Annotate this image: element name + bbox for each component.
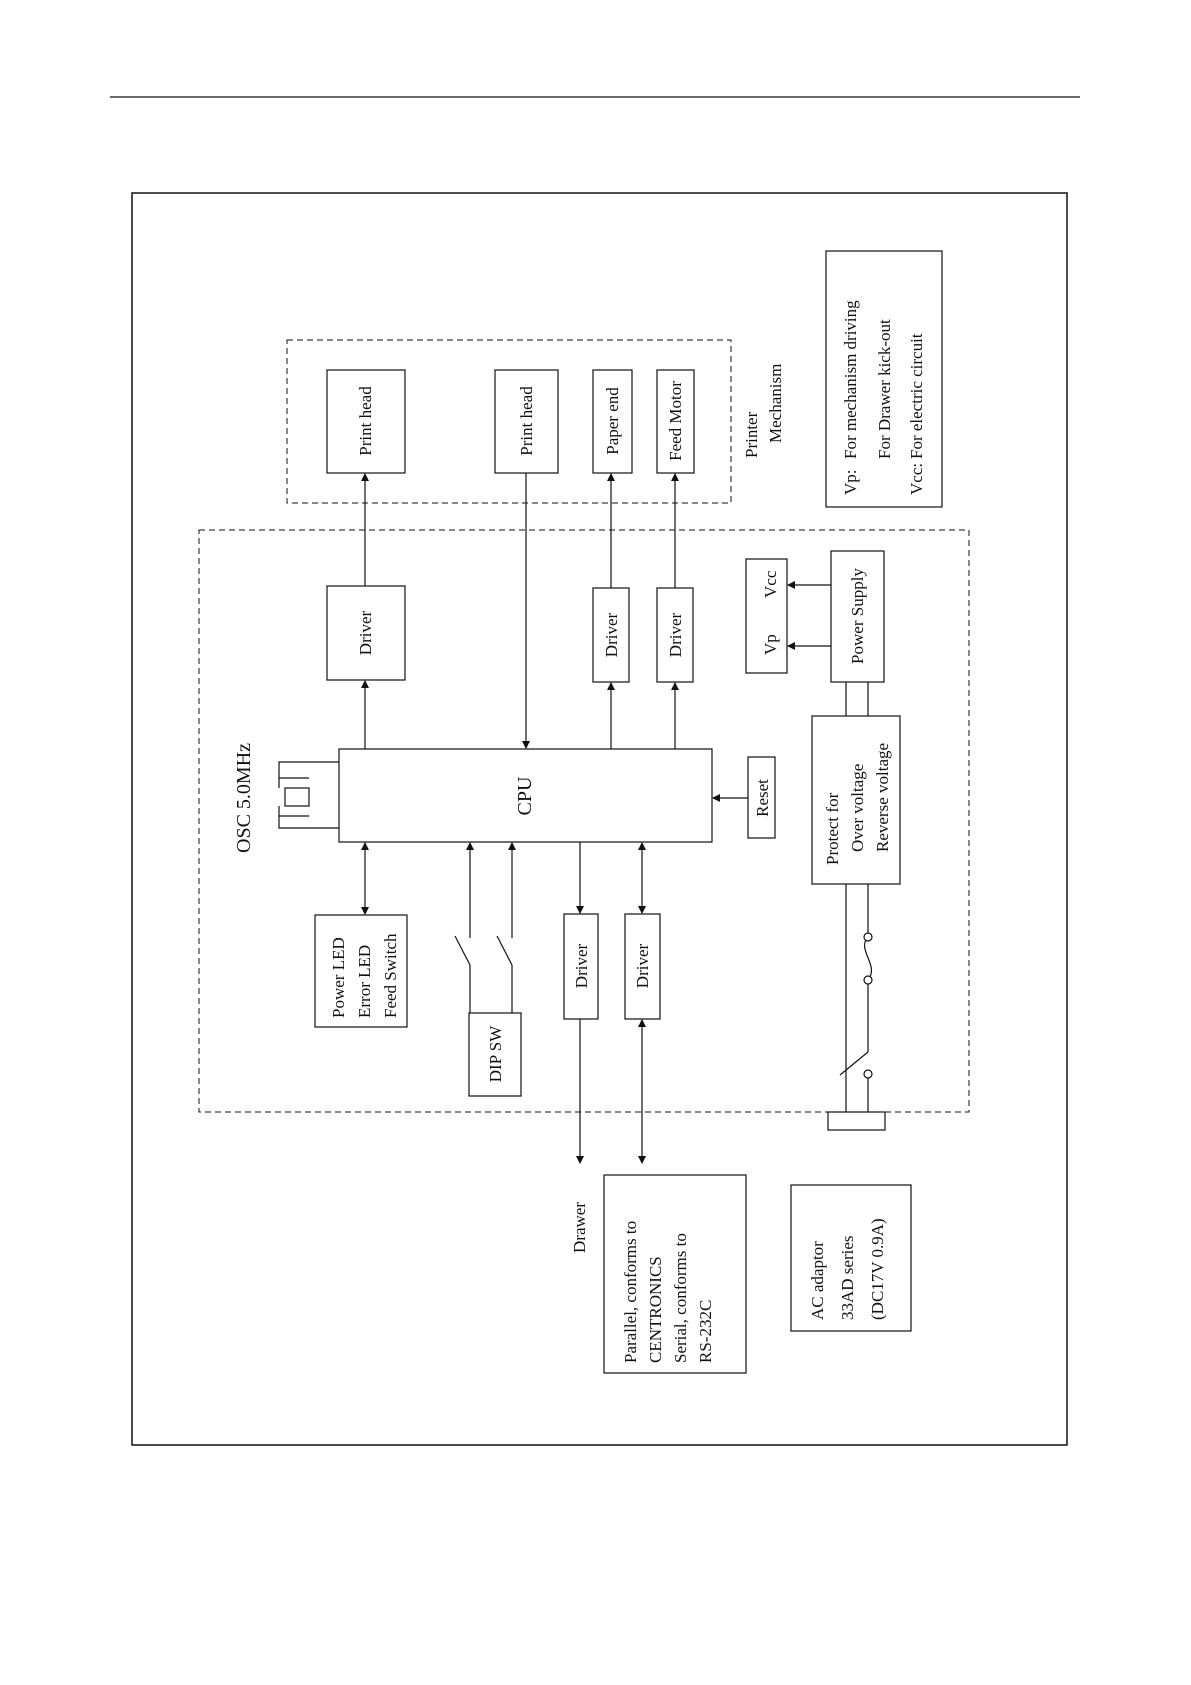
driver-print-head-label: Driver: [356, 610, 375, 655]
osc-lead-top: [278, 761, 339, 788]
vp-vcc-box: [745, 558, 788, 674]
legend-text-3: For electric circuit: [907, 333, 926, 459]
outer-frame: [131, 192, 1068, 1446]
crystal: [284, 787, 310, 807]
protect-line-2: Over voltage: [848, 764, 867, 852]
ac-adaptor-line-1: AC adaptor: [808, 1241, 827, 1320]
printer-label: Printer: [742, 411, 761, 458]
feed-motor-label: Feed Motor: [666, 381, 685, 461]
legend-text-2: For Drawer kick-out: [875, 319, 894, 459]
ac-adaptor-line-3: (DC17V 0.9A): [868, 1218, 887, 1320]
interface-line-2: CENTRONICS: [646, 1256, 665, 1363]
legend-key-3: Vcc:: [907, 463, 926, 495]
fuse: [863, 936, 873, 981]
print-head-2-label: Print head: [517, 386, 536, 456]
fuse-terminal-top: [863, 932, 873, 942]
driver-interface-label: Driver: [633, 943, 652, 988]
print-head-1-label: Print head: [356, 386, 375, 456]
legend-text-1: For mechanism driving: [841, 300, 860, 459]
paper-end-label: Paper end: [603, 387, 622, 455]
protect-line-3: Reverse voltage: [873, 743, 892, 852]
main-board-boundary: [198, 529, 970, 1113]
panel-line-3: Feed Switch: [381, 933, 400, 1018]
interface-line-4: RS-232C: [696, 1300, 715, 1363]
switch-terminal: [863, 1069, 873, 1079]
legend-key-1: Vp:: [841, 470, 860, 496]
vp-label: Vp: [761, 634, 780, 655]
dip-sw-box: [468, 1012, 522, 1097]
panel-box: [314, 914, 408, 1028]
driver-drawer-box: [563, 913, 599, 1020]
power-supply-label: Power Supply: [848, 568, 867, 664]
driver-drawer-label: Driver: [572, 943, 591, 988]
vcc-label: Vcc: [761, 570, 780, 598]
ac-adaptor-line-2: 33AD series: [838, 1235, 857, 1320]
osc-label: OSC 5.0MHz: [233, 743, 255, 853]
panel-line-2: Error LED: [355, 945, 374, 1018]
interface-box: [603, 1174, 747, 1374]
mechanism-label: Mechanism: [766, 364, 785, 443]
line-dip-2-blade: [496, 935, 513, 966]
driver-feed-motor-label: Driver: [666, 612, 685, 657]
legend-box: [825, 250, 943, 508]
protect-box: [811, 715, 901, 885]
power-switch-blade: [839, 1051, 869, 1076]
reset-label: Reset: [753, 779, 772, 817]
interface-line-3: Serial, conforms to: [671, 1233, 690, 1363]
fuse-terminal-bottom: [863, 975, 873, 985]
printer-mechanism-boundary: [286, 339, 732, 504]
ac-adaptor-box: [790, 1184, 912, 1332]
protect-line-1: Protect for: [823, 792, 842, 865]
power-supply-box: [830, 550, 885, 683]
driver-paper-end-label: Driver: [602, 612, 621, 657]
dc-jack: [827, 1111, 886, 1131]
drawer-label: Drawer: [570, 1202, 589, 1253]
interface-line-1: Parallel, conforms to: [621, 1221, 640, 1363]
osc-lead-bottom: [278, 806, 339, 829]
panel-line-1: Power LED: [329, 937, 348, 1018]
cpu-label: CPU: [514, 776, 536, 815]
dip-sw-label: DIP SW: [486, 1025, 505, 1082]
line-dip-1-blade: [454, 935, 471, 966]
